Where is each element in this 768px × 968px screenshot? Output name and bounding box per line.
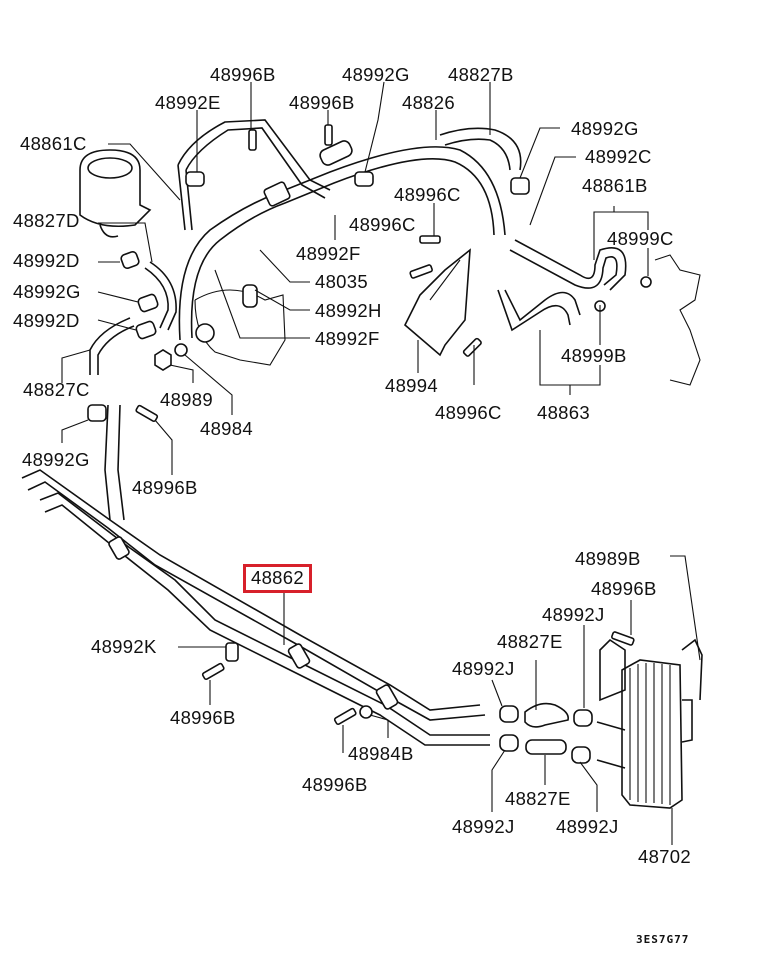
- part-label-48992C[interactable]: 48992C: [585, 146, 652, 167]
- pressure-hose-48826: [178, 140, 506, 341]
- part-label-48984B[interactable]: 48984B: [348, 743, 414, 764]
- part-label-48992G[interactable]: 48992G: [22, 449, 90, 470]
- part-label-48999C[interactable]: 48999C: [607, 228, 674, 249]
- tubes-48861B-48863: [497, 239, 652, 332]
- part-label-48035[interactable]: 48035: [315, 271, 368, 292]
- part-label-48992F[interactable]: 48992F: [296, 243, 361, 264]
- part-label-48999B[interactable]: 48999B: [561, 345, 627, 366]
- part-label-48992G[interactable]: 48992G: [571, 118, 639, 139]
- figure-code: 3ES7G77: [636, 933, 690, 946]
- pressure-line-48862: [21, 404, 490, 746]
- part-label-48827E[interactable]: 48827E: [505, 788, 571, 809]
- hoses-48827D-48827C: [89, 261, 177, 375]
- part-label-48861B[interactable]: 48861B: [582, 175, 648, 196]
- part-label-48994[interactable]: 48994: [385, 375, 438, 396]
- cooler-hoses-48827E: [499, 702, 626, 769]
- part-label-48992J[interactable]: 48992J: [452, 658, 515, 679]
- part-label-48984[interactable]: 48984: [200, 418, 253, 439]
- part-label-48996B[interactable]: 48996B: [210, 64, 276, 85]
- part-label-48992D[interactable]: 48992D: [13, 250, 80, 271]
- part-label-48827E[interactable]: 48827E: [497, 631, 563, 652]
- part-label-48989B[interactable]: 48989B: [575, 548, 641, 569]
- part-label-48992J[interactable]: 48992J: [452, 816, 515, 837]
- fittings-48989-48984: [154, 323, 215, 371]
- part-label-48827D[interactable]: 48827D: [13, 210, 80, 231]
- clamp-48992K: [225, 642, 239, 662]
- reservoir-tank: [79, 149, 152, 238]
- part-label-48989[interactable]: 48989: [160, 389, 213, 410]
- part-label-48702[interactable]: 48702: [638, 846, 691, 867]
- part-label-48992J[interactable]: 48992J: [556, 816, 619, 837]
- part-label-48992H[interactable]: 48992H: [315, 300, 382, 321]
- part-label-48827B[interactable]: 48827B: [448, 64, 514, 85]
- engine-sketch: [654, 254, 701, 386]
- part-label-48863[interactable]: 48863: [537, 402, 590, 423]
- part-label-48996C[interactable]: 48996C: [349, 214, 416, 235]
- hose-clamps: [87, 171, 530, 422]
- part-label-48996B[interactable]: 48996B: [302, 774, 368, 795]
- part-label-48996C[interactable]: 48996C: [435, 402, 502, 423]
- tube-48861C: [177, 119, 331, 231]
- part-label-48827C[interactable]: 48827C: [23, 379, 90, 400]
- part-label-48996B[interactable]: 48996B: [591, 578, 657, 599]
- part-label-48862-highlighted[interactable]: 48862: [243, 564, 312, 593]
- leader-lines: [61, 81, 701, 845]
- part-label-48992J[interactable]: 48992J: [542, 604, 605, 625]
- part-label-48996C[interactable]: 48996C: [394, 184, 461, 205]
- part-label-48992K[interactable]: 48992K: [91, 636, 157, 657]
- bolts: [135, 124, 635, 726]
- part-label-48992D[interactable]: 48992D: [13, 310, 80, 331]
- part-label-48861C[interactable]: 48861C: [20, 133, 87, 154]
- part-label-48992E[interactable]: 48992E: [155, 92, 221, 113]
- bracket-48994: [404, 248, 471, 357]
- part-label-48996B[interactable]: 48996B: [170, 707, 236, 728]
- part-label-48826[interactable]: 48826: [402, 92, 455, 113]
- part-label-48992F[interactable]: 48992F: [315, 328, 380, 349]
- part-label-48992G[interactable]: 48992G: [13, 281, 81, 302]
- oil-cooler-48702: [599, 638, 703, 809]
- part-label-48996B[interactable]: 48996B: [132, 477, 198, 498]
- return-hose-48827B: [439, 127, 522, 171]
- part-label-48996B[interactable]: 48996B: [289, 92, 355, 113]
- part-label-48992G[interactable]: 48992G: [342, 64, 410, 85]
